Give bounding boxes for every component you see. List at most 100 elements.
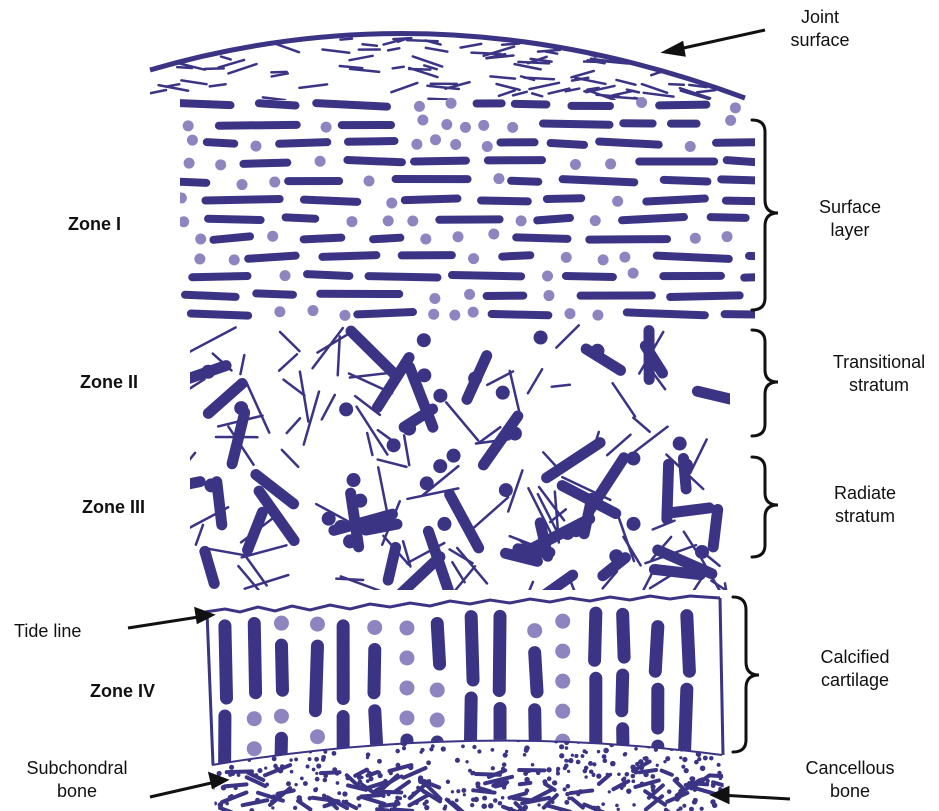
zone-2-3-thin-fiber	[322, 395, 335, 420]
bone-speck	[573, 734, 578, 739]
zone-4-column	[374, 649, 375, 692]
zone-1-fiber	[322, 255, 376, 257]
zone-2-3-thin-fiber	[513, 582, 533, 629]
bone-speck	[398, 796, 402, 800]
surface-fiber	[472, 53, 501, 54]
surface-fiber	[591, 42, 617, 43]
zone-1-cell	[280, 270, 291, 281]
zone-1-cell	[446, 98, 457, 109]
zone-2-3-thin-fiber	[452, 562, 464, 582]
zone-2-3-cell	[496, 386, 510, 400]
zone-2-3-cell	[234, 401, 248, 415]
zone-2-3-cell	[437, 517, 451, 531]
label-surface-layer: Surface layer	[800, 196, 900, 243]
zone-2-3-cell	[347, 473, 361, 487]
label-joint-surface: Joint surface	[780, 6, 860, 53]
zone-1-cell	[478, 120, 489, 131]
bone-speck	[425, 731, 428, 734]
zone-2-3-thin-fiber	[570, 580, 583, 610]
zone-2-3-thin-fiber	[240, 355, 244, 374]
zone-1-cell	[507, 122, 518, 133]
surface-fiber	[652, 41, 665, 43]
bone-speck	[617, 808, 620, 811]
zone-1-fiber	[243, 163, 287, 164]
surface-fiber	[252, 22, 268, 24]
zone-1-fiber	[248, 256, 295, 259]
bone-speck	[332, 751, 337, 756]
bone-trabecula	[662, 771, 672, 775]
zone-4-column	[623, 614, 624, 657]
bone-speck	[491, 748, 495, 752]
zone-1-fiber	[566, 276, 613, 277]
zone-1-fiber	[307, 274, 349, 276]
bone-speck	[470, 771, 474, 775]
zone-4-cell	[399, 710, 414, 725]
bracket-surface-layer	[752, 120, 778, 310]
bone-speck	[699, 807, 703, 811]
zone-2-3-cell	[322, 512, 336, 526]
bone-speck	[681, 765, 685, 769]
zone-2-3-thick-fiber	[388, 547, 396, 580]
bone-trabecula	[547, 805, 570, 811]
zone-1-fiber	[373, 238, 400, 240]
zone-2-3-cell	[420, 476, 434, 490]
zone-1-fiber	[347, 160, 402, 162]
surface-fiber	[426, 48, 448, 52]
zone-1-fiber	[599, 142, 659, 145]
zone-1-cell	[488, 229, 499, 240]
zone-1-cell	[428, 309, 439, 320]
zone-2-3-thin-fiber	[613, 383, 635, 416]
zone-1-cell	[542, 271, 553, 282]
zone-1-fiber	[316, 103, 387, 107]
bone-speck	[290, 770, 294, 774]
surface-fiber	[582, 28, 594, 32]
bone-speck	[710, 738, 714, 742]
zone-2-3-thick-fiber	[149, 482, 200, 492]
zone-2-3-cell	[204, 478, 218, 492]
bone-speck	[336, 781, 340, 785]
bone-speck	[670, 730, 674, 734]
surface-fiber	[150, 90, 166, 93]
surface-fiber	[197, 46, 210, 50]
bone-speck	[384, 739, 388, 743]
zone-4-column	[471, 617, 473, 680]
zone-1-cell	[364, 176, 375, 187]
bone-speck	[377, 759, 382, 764]
zone-1-fiber	[543, 123, 609, 124]
surface-fiber	[363, 44, 377, 45]
zone-1-cell	[516, 215, 527, 226]
arrowhead-joint-surface	[665, 43, 684, 55]
zone-1-cell	[619, 252, 630, 263]
bone-trabecula	[380, 804, 398, 807]
zone-1-cell	[267, 231, 278, 242]
surface-fiber	[526, 16, 554, 18]
bone-speck	[357, 804, 361, 808]
bone-speck	[507, 729, 511, 733]
zone-4-column	[225, 626, 227, 698]
bracket-radiate	[752, 457, 778, 557]
zone-2-3-cell	[673, 437, 687, 451]
zone-2-3-thin-fiber	[633, 418, 649, 432]
bone-speck	[498, 801, 503, 806]
bone-speck	[445, 729, 448, 732]
bone-trabecula	[571, 790, 593, 793]
zone-1-fiber	[726, 201, 794, 202]
bone-speck	[632, 803, 636, 807]
zone-1-cell	[229, 254, 240, 265]
zone-4-column	[655, 627, 658, 672]
bone-speck	[342, 791, 347, 796]
bone-speck	[564, 800, 569, 805]
bone-speck	[316, 763, 321, 768]
bone-speck	[303, 781, 308, 786]
bone-speck	[394, 733, 398, 737]
zone-1-cell	[407, 216, 418, 227]
arrow-subchondral	[150, 781, 220, 797]
surface-fiber	[196, 11, 219, 15]
zone-1-fiber	[670, 295, 739, 297]
bone-speck	[703, 756, 708, 761]
zone-1-fiber	[256, 293, 293, 294]
surface-fiber	[350, 56, 373, 60]
zone-2-3-thin-fiber	[378, 467, 388, 516]
zone-1-cell	[411, 139, 422, 150]
bone-speck	[604, 732, 608, 736]
